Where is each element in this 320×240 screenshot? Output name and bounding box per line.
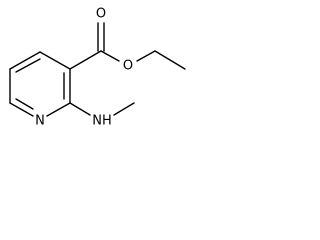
ester-group xyxy=(69,22,186,70)
amine-nh-label: NH xyxy=(92,114,112,129)
bond-ring-to-nh xyxy=(69,102,91,116)
bond-carbonyl-to-oxygen xyxy=(100,50,120,62)
carbonyl-oxygen-label: O xyxy=(96,7,106,22)
ring-bond xyxy=(46,102,71,117)
ethyl-bond xyxy=(154,50,186,70)
ester-oxygen-label: O xyxy=(123,59,133,74)
structure-canvas: N O O NH xyxy=(0,0,216,148)
bond-nh-to-methyl xyxy=(113,102,135,116)
bond-oxygen-to-ethyl xyxy=(136,50,156,62)
methylamino-group xyxy=(69,102,135,116)
pyridine-ring xyxy=(9,51,71,117)
ring-bond xyxy=(39,51,71,70)
ring-bond-inner xyxy=(15,98,34,110)
ring-bond xyxy=(9,102,34,117)
ring-nitrogen-label: N xyxy=(35,114,45,129)
bond-ring-to-carbonyl xyxy=(69,50,102,70)
ring-bond xyxy=(9,51,41,70)
ring-bond-inner xyxy=(15,58,41,73)
chemical-structure: N O O NH xyxy=(9,7,186,129)
